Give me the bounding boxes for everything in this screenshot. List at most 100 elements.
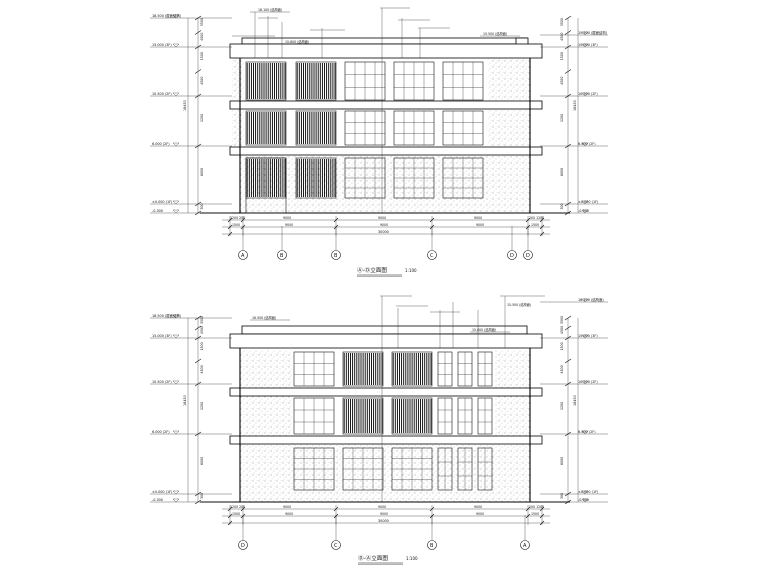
total-width-text: 30000: [378, 519, 389, 523]
width-dimension-text: 200 1200: [529, 216, 544, 220]
level-label-left: 15.000 (3F): [152, 334, 172, 338]
height-dimension-text: 4500: [200, 365, 204, 373]
level-triangle-icon: [581, 490, 589, 495]
elevation-d-a: 18.500 (屋面结构)15.000 (3F)10.500 (2F)6.000…: [150, 295, 608, 565]
callout-label-3: 15.500 (结构面): [483, 31, 507, 36]
width-dimension-text: 9000: [474, 505, 482, 509]
level-label-right: ±0.000 (1F): [578, 490, 599, 494]
level-label-right: 10.500 (2F): [578, 380, 598, 384]
grid-bubble: [523, 250, 533, 260]
grid-bubble: [520, 540, 530, 550]
louver-panel: [391, 351, 433, 387]
callout-label-1: 16.500 (结构面): [252, 315, 276, 320]
louver-panel: [245, 61, 287, 101]
grid-label: A: [241, 253, 245, 259]
floor-band-2: [229, 435, 543, 445]
height-dimension-text: 6000: [560, 457, 564, 465]
level-label-left: ±0.000 (1F): [152, 490, 173, 494]
level-triangle-icon: [581, 92, 589, 97]
floor-band-3: [229, 100, 543, 110]
width-dimension-text: 9000: [378, 216, 386, 220]
width-dimension-text: 9000: [285, 512, 293, 516]
height-dimension-text: 1200: [560, 402, 564, 410]
louver-panel: [295, 110, 337, 146]
height-dimension-text: 4500: [560, 365, 564, 373]
level-triangle-icon: [581, 298, 589, 303]
height-dimension-text: 1500: [560, 52, 564, 60]
drawing-title: Ⓐ-Ⓓ立面图: [357, 266, 387, 274]
callout-leaders: [232, 7, 520, 213]
grid-label: D: [510, 253, 514, 259]
window-group: [245, 61, 484, 214]
height-dimension-text: 6000: [560, 168, 564, 176]
grid-label: B: [430, 543, 434, 549]
grid-label: B: [334, 253, 338, 259]
height-dimension-text: 1500: [200, 342, 204, 350]
height-dimension-text: 1500: [560, 342, 564, 350]
level-triangle-icon: [172, 14, 180, 19]
height-dimension-text: 300: [560, 493, 564, 499]
level-label-right: ±0.000 (1F): [578, 200, 599, 204]
level-triangle-icon: [172, 498, 180, 503]
level-triangle-icon: [581, 334, 589, 339]
floor-band-3: [229, 387, 543, 397]
level-triangle-icon: [581, 209, 589, 214]
level-triangle-icon: [172, 209, 180, 214]
height-dimension-text: 1200: [200, 114, 204, 122]
total-height-text: 18450: [183, 395, 187, 406]
grid-bubble: [507, 250, 517, 260]
grid-bubble: [277, 250, 287, 260]
window-group: [293, 351, 493, 491]
height-dimension-text: 1200: [200, 402, 204, 410]
level-label-right: 6.000 (2F): [578, 430, 596, 434]
level-label-right: -0.300: [578, 498, 589, 502]
drawing-scale: 1:100: [405, 268, 417, 273]
width-dimension-text: 9000: [380, 223, 388, 227]
grid-label: D: [241, 543, 245, 549]
total-height-text: 18450: [573, 395, 577, 406]
grid-bubble: [331, 540, 341, 550]
callout-label-3: 15.500 (结构面): [507, 302, 531, 307]
height-dimension-text: 4500: [200, 326, 204, 334]
level-label-right: -0.300: [578, 209, 589, 213]
grid-bubble: [331, 250, 341, 260]
width-dimension-text: 9000: [283, 505, 291, 509]
drawing-title: Ⓓ-Ⓐ立面图: [358, 554, 388, 562]
level-triangle-icon: [172, 142, 180, 147]
roof-band: [229, 333, 543, 349]
height-dimension-text: 4500: [560, 77, 564, 85]
height-dimension-text: 1500: [200, 52, 204, 60]
width-dimension-text: 1500: [232, 512, 240, 516]
grid-label: C: [334, 543, 338, 549]
grid-bubble: [427, 540, 437, 550]
level-label-left: -0.300: [152, 498, 163, 502]
louver-panel: [245, 110, 287, 146]
level-label-left: 6.000 (2F): [152, 430, 170, 434]
width-dimension-text: 1500: [531, 512, 539, 516]
grid-label: A: [523, 543, 527, 549]
level-triangle-icon: [172, 314, 180, 319]
height-dimension-text: 4500: [200, 77, 204, 85]
width-dimension-text: 9000: [378, 505, 386, 509]
width-dimension-text: 9000: [474, 216, 482, 220]
level-triangle-icon: [581, 380, 589, 385]
width-dimension-text: 9000: [285, 223, 293, 227]
height-dimension-text: 3500: [560, 316, 564, 324]
height-dimension-text: 6000: [200, 168, 204, 176]
louver-panel: [295, 61, 337, 101]
level-label-right: 15.500 (屋面结构): [578, 30, 608, 35]
grid-label: B: [280, 253, 284, 259]
level-markers: 18.500 (屋面结构)15.000 (3F)10.500 (2F)6.000…: [150, 13, 608, 216]
level-triangle-icon: [172, 43, 180, 48]
height-dimension-text: 300: [560, 203, 564, 209]
level-triangle-icon: [172, 380, 180, 385]
level-triangle-icon: [172, 92, 180, 97]
level-label-right: 18.100 (结构面): [578, 297, 604, 302]
level-triangle-icon: [581, 498, 589, 503]
level-label-right: 6.000 (2F): [578, 142, 596, 146]
width-dimension-text: 9000: [283, 216, 291, 220]
